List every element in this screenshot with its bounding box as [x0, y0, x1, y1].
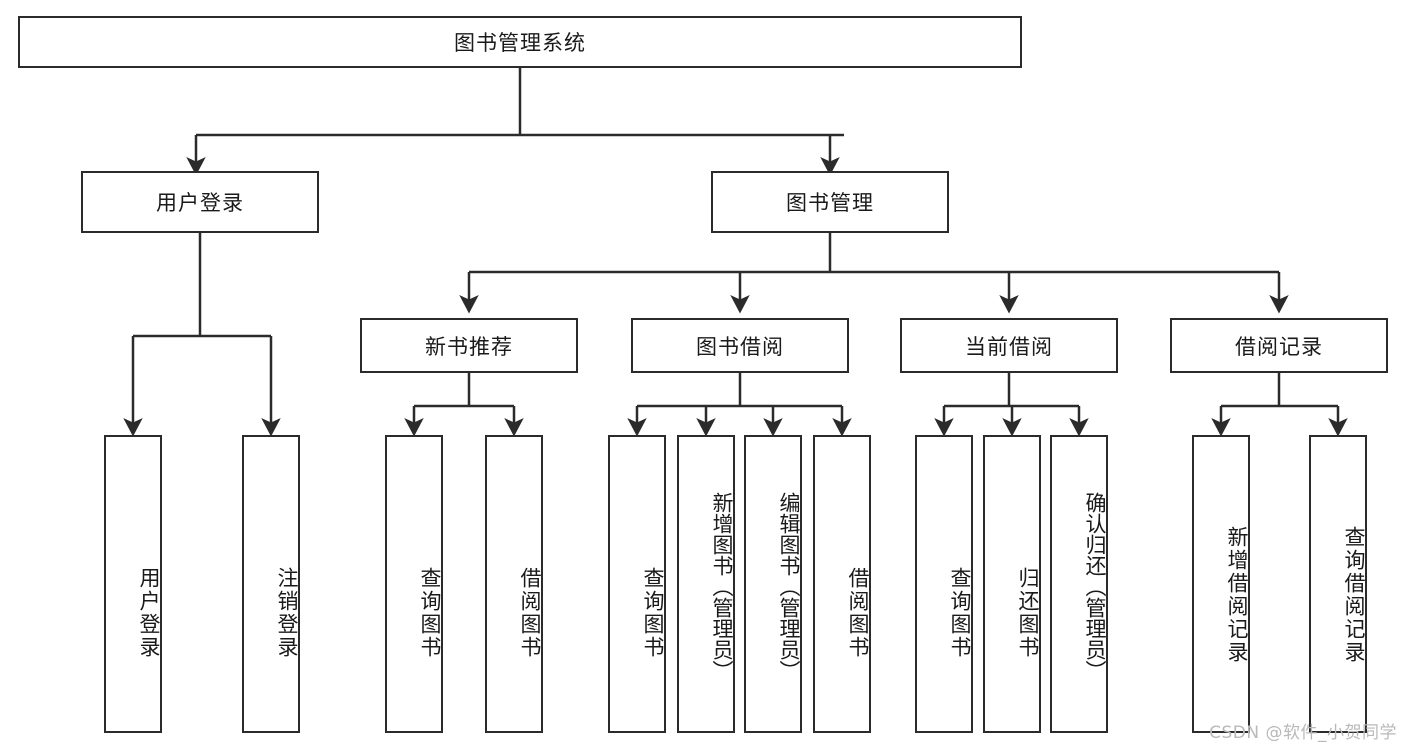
leaf-label: 注销登录 — [275, 567, 299, 659]
leaf-label: 查询图书 — [948, 567, 972, 659]
leaf-borrow-borrow-book[interactable]: 借阅图书 — [813, 435, 871, 733]
node-borrow-record[interactable]: 借阅记录 — [1170, 318, 1388, 373]
leaf-current-confirm-return-admin[interactable]: 确认归还（管理员） — [1050, 435, 1108, 733]
leaf-current-query-book[interactable]: 查询图书 — [915, 435, 973, 733]
node-new-book-recommend-label: 新书推荐 — [425, 334, 513, 359]
node-current-borrow-label: 当前借阅 — [965, 334, 1053, 359]
node-book-borrow[interactable]: 图书借阅 — [631, 318, 849, 373]
leaf-record-add[interactable]: 新增借阅记录 — [1192, 435, 1250, 733]
leaf-label: 编辑图书（管理员） — [777, 491, 801, 681]
leaf-label: 借阅图书 — [518, 567, 542, 659]
leaf-current-return-book[interactable]: 归还图书 — [983, 435, 1041, 733]
leaf-label: 新增图书（管理员） — [710, 491, 734, 681]
node-borrow-record-label: 借阅记录 — [1235, 334, 1323, 359]
node-book-management[interactable]: 图书管理 — [711, 171, 949, 233]
leaf-new-book-query[interactable]: 查询图书 — [385, 435, 443, 733]
leaf-record-query[interactable]: 查询借阅记录 — [1309, 435, 1367, 733]
leaf-new-book-borrow[interactable]: 借阅图书 — [485, 435, 543, 733]
watermark: CSDN @软件_小贺同学 — [1209, 723, 1397, 743]
leaf-label: 查询借阅记录 — [1342, 526, 1366, 664]
leaf-label: 查询图书 — [418, 567, 442, 659]
leaf-borrow-add-book-admin[interactable]: 新增图书（管理员） — [677, 435, 735, 733]
leaf-user-login-signin[interactable]: 用户登录 — [104, 435, 162, 733]
node-root-label: 图书管理系统 — [454, 31, 586, 55]
node-book-management-label: 图书管理 — [786, 191, 874, 215]
leaf-borrow-edit-book-admin[interactable]: 编辑图书（管理员） — [744, 435, 802, 733]
leaf-borrow-query-book[interactable]: 查询图书 — [608, 435, 666, 733]
node-new-book-recommend[interactable]: 新书推荐 — [360, 318, 578, 373]
leaf-label: 新增借阅记录 — [1225, 526, 1249, 664]
node-user-login[interactable]: 用户登录 — [81, 171, 319, 233]
node-book-borrow-label: 图书借阅 — [696, 334, 784, 359]
leaf-label: 归还图书 — [1016, 567, 1040, 659]
node-current-borrow[interactable]: 当前借阅 — [900, 318, 1118, 373]
leaf-user-login-signout[interactable]: 注销登录 — [242, 435, 300, 733]
node-root[interactable]: 图书管理系统 — [18, 16, 1022, 68]
leaf-label: 查询图书 — [641, 567, 665, 659]
leaf-label: 确认归还（管理员） — [1083, 491, 1107, 681]
leaf-label: 借阅图书 — [846, 567, 870, 659]
node-user-login-label: 用户登录 — [156, 191, 244, 215]
leaf-label: 用户登录 — [137, 567, 161, 659]
